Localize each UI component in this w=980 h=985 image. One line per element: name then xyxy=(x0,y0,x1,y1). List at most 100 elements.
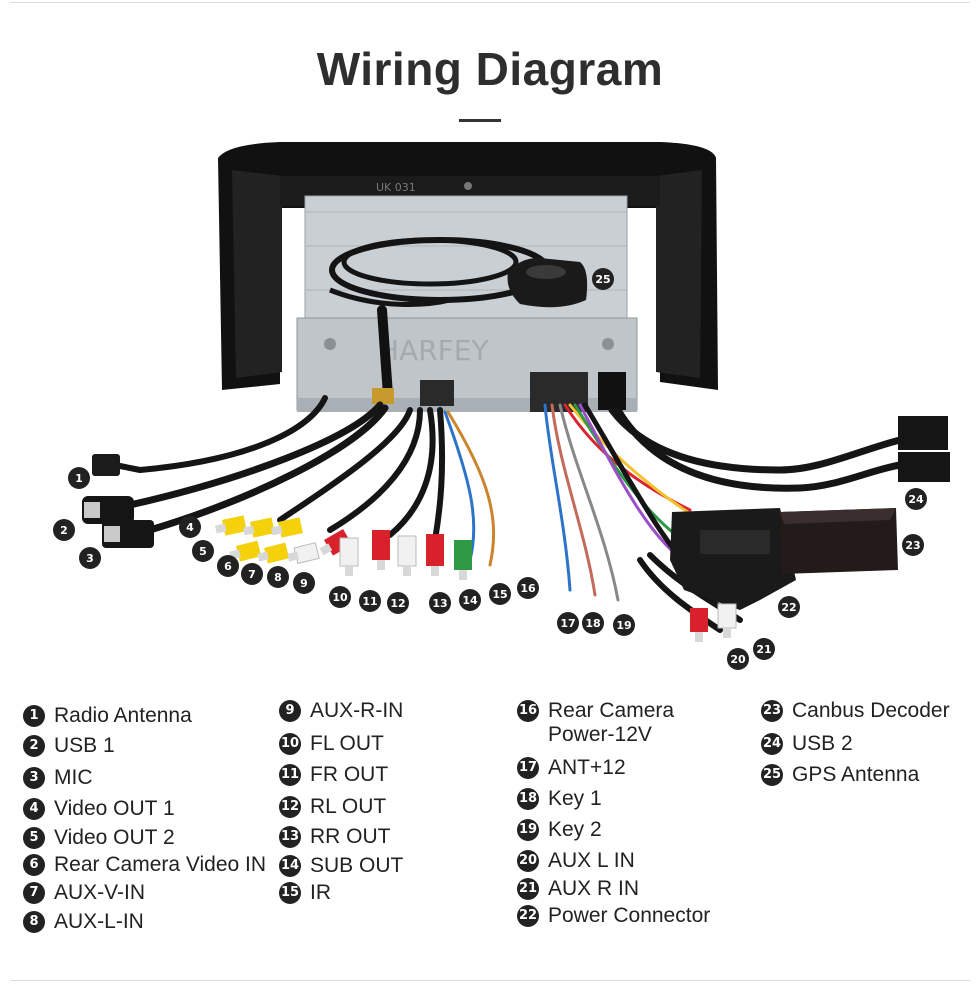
legend-number-badge: 11 xyxy=(279,764,301,786)
legend-label: MIC xyxy=(54,766,93,789)
top-divider xyxy=(10,2,970,3)
legend-label: GPS Antenna xyxy=(792,763,920,786)
canbus-decoder xyxy=(780,508,898,574)
legend-number-badge: 25 xyxy=(761,764,783,786)
legend-label: USB 1 xyxy=(54,734,115,757)
rca-plugs-upper xyxy=(215,515,353,565)
callout-badge: 1 xyxy=(68,467,90,489)
callout-badge: 21 xyxy=(753,638,775,660)
callout-number: 21 xyxy=(756,643,771,656)
callout-badge: 17 xyxy=(557,612,579,634)
legend-label: RL OUT xyxy=(310,795,387,818)
callout-badge: 22 xyxy=(778,596,800,618)
callout-number: 15 xyxy=(492,588,507,601)
callout-badge: 3 xyxy=(79,547,101,569)
legend-number-badge: 6 xyxy=(23,854,45,876)
usb1-metal xyxy=(84,502,100,518)
legend-item: 22 Power Connector xyxy=(517,904,710,928)
title-underline xyxy=(459,119,501,122)
callout-number: 17 xyxy=(560,617,575,630)
legend-label: Canbus Decoder xyxy=(792,699,950,722)
legend-item: 25 GPS Antenna xyxy=(761,763,919,787)
callout-number: 7 xyxy=(248,568,256,581)
legend-label: AUX-L-IN xyxy=(54,910,144,933)
callout-number: 9 xyxy=(300,577,308,590)
legend-number-badge: 20 xyxy=(517,850,539,872)
legend-label: USB 2 xyxy=(792,732,853,755)
callout-badge: 12 xyxy=(387,592,409,614)
power-connector-face xyxy=(700,530,770,554)
legend-item: 24 USB 2 xyxy=(761,732,853,756)
callout-badge: 4 xyxy=(179,516,201,538)
callout-badge: 25 xyxy=(592,268,614,290)
legend-item: 8 AUX-L-IN xyxy=(23,910,144,934)
usb2-plug xyxy=(898,416,948,450)
callout-number: 2 xyxy=(60,524,68,537)
callout-badge: 2 xyxy=(53,519,75,541)
legend-number-badge: 24 xyxy=(761,733,783,755)
callout-number: 5 xyxy=(199,545,207,558)
screw-icon xyxy=(464,182,472,190)
callout-badge: 9 xyxy=(293,572,315,594)
bottom-divider xyxy=(10,980,970,981)
legend-label: AUX R IN xyxy=(548,877,640,900)
callout-badge: 16 xyxy=(517,577,539,599)
callout-number: 8 xyxy=(274,571,282,584)
callout-badge: 18 xyxy=(582,612,604,634)
callout-number: 19 xyxy=(616,619,631,632)
radio-antenna-plug xyxy=(92,454,120,476)
legend-label: Power Connector xyxy=(548,904,711,927)
bezel-inner-right xyxy=(656,170,702,378)
callout-badge: 24 xyxy=(905,488,927,510)
usb-socket xyxy=(598,372,626,410)
legend-number-badge: 23 xyxy=(761,700,783,722)
mic-metal xyxy=(104,526,120,542)
callout-badge: 11 xyxy=(359,590,381,612)
legend-label: AUX-V-IN xyxy=(54,881,146,904)
legend-number-badge: 2 xyxy=(23,735,45,757)
legend-number-badge: 16 xyxy=(517,700,539,722)
legend-number-badge: 17 xyxy=(517,757,539,779)
legend-label: Video OUT 2 xyxy=(54,826,175,849)
callout-number: 16 xyxy=(520,582,536,595)
legend-number-badge: 15 xyxy=(279,882,301,904)
callout-number: 22 xyxy=(781,601,796,614)
usb2-plug-b xyxy=(898,452,950,482)
callout-number: 13 xyxy=(432,597,447,610)
callout-number: 6 xyxy=(224,560,232,573)
rca-socket xyxy=(420,380,454,406)
screw-icon xyxy=(602,338,614,350)
page-title: Wiring Diagram xyxy=(316,43,664,95)
callout-number: 20 xyxy=(730,653,746,666)
legend-number-badge: 22 xyxy=(517,905,539,927)
legend-number-badge: 8 xyxy=(23,911,45,933)
callout-badge: 8 xyxy=(267,566,289,588)
legend-number-badge: 1 xyxy=(23,705,45,727)
legend-label: AUX-R-IN xyxy=(310,699,404,722)
bezel-inner xyxy=(232,170,282,378)
legend-item: 23 Canbus Decoder xyxy=(761,699,950,723)
legend-number-badge: 14 xyxy=(279,855,301,877)
callout-badge: 14 xyxy=(459,589,481,611)
legend-number-badge: 19 xyxy=(517,819,539,841)
legend-number-badge: 13 xyxy=(279,826,301,848)
legend-label: FL OUT xyxy=(310,732,384,755)
chassis-label: UK 031 xyxy=(376,181,416,194)
legend-label: Key 1 xyxy=(548,787,602,810)
legend-number-badge: 9 xyxy=(279,700,301,722)
callout-badge: 23 xyxy=(902,534,924,556)
gps-antenna xyxy=(329,237,588,308)
legend-number-badge: 18 xyxy=(517,788,539,810)
legend-number-badge: 5 xyxy=(23,827,45,849)
